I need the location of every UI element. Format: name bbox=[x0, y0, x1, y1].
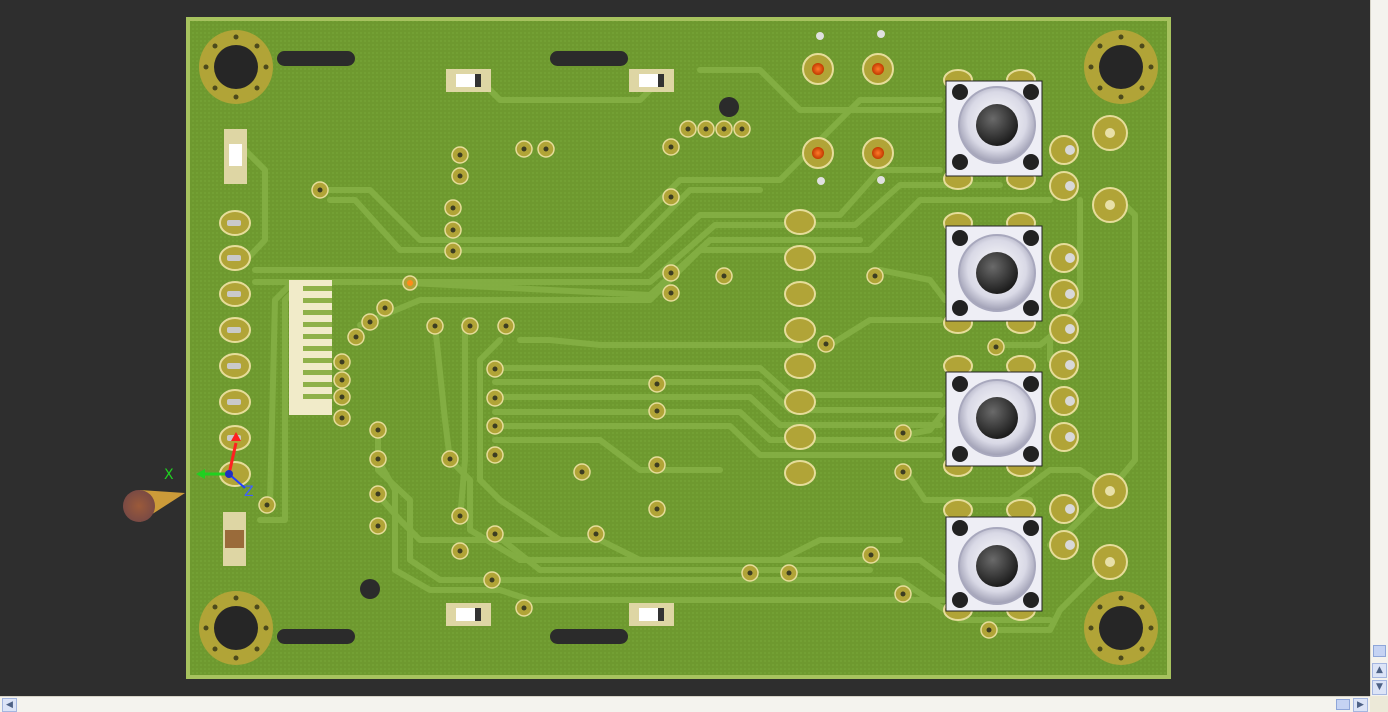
tactile-switch-4[interactable] bbox=[943, 499, 1043, 621]
axis-x-label: X bbox=[164, 467, 174, 483]
through-hole-leds bbox=[802, 30, 894, 185]
fpc-connector bbox=[289, 280, 332, 415]
camera-marker-icon[interactable] bbox=[123, 490, 185, 522]
smd-led-4 bbox=[629, 603, 674, 626]
mounting-holes bbox=[199, 30, 1158, 665]
smd-led-5 bbox=[224, 129, 247, 184]
mounting-hole-bottom-left bbox=[199, 591, 273, 665]
vertical-scrollbar[interactable]: ▲ ▼ bbox=[1370, 0, 1388, 696]
smd-led-1 bbox=[446, 69, 491, 92]
mounting-hole-top-right bbox=[1084, 30, 1158, 104]
scroll-left-arrow[interactable]: ◀ bbox=[2, 698, 17, 712]
board-slots bbox=[277, 51, 739, 644]
tactile-switch-1[interactable] bbox=[943, 69, 1043, 190]
smd-leds bbox=[224, 69, 674, 626]
scroll-up-arrow[interactable]: ▲ bbox=[1372, 663, 1387, 678]
horizontal-scroll-thumb[interactable] bbox=[1336, 699, 1350, 710]
smd-led-3 bbox=[446, 603, 491, 626]
tactile-switch-2[interactable] bbox=[943, 212, 1043, 334]
scroll-down-arrow[interactable]: ▼ bbox=[1372, 680, 1387, 695]
right-column-pads bbox=[1049, 135, 1079, 560]
axis-gizmo[interactable]: X Z bbox=[164, 432, 254, 500]
axis-z-label: Z bbox=[244, 484, 254, 500]
smd-led-2 bbox=[629, 69, 674, 92]
smd-resistor bbox=[223, 512, 246, 566]
scroll-right-arrow[interactable]: ▶ bbox=[1353, 698, 1368, 712]
middle-header-pads bbox=[784, 209, 816, 486]
mounting-hole-top-left bbox=[199, 30, 273, 104]
mounting-hole-bottom-right bbox=[1084, 591, 1158, 665]
left-header-pads bbox=[219, 210, 251, 487]
pcb-3d-viewport[interactable]: X Z bbox=[0, 0, 1370, 696]
tactile-switch-3[interactable] bbox=[943, 355, 1043, 477]
vertical-scroll-thumb[interactable] bbox=[1373, 645, 1386, 657]
pcb-canvas[interactable]: X Z bbox=[0, 0, 1370, 696]
scrollbar-corner bbox=[1370, 696, 1388, 712]
horizontal-scrollbar[interactable]: ◀ ▶ bbox=[0, 696, 1370, 712]
